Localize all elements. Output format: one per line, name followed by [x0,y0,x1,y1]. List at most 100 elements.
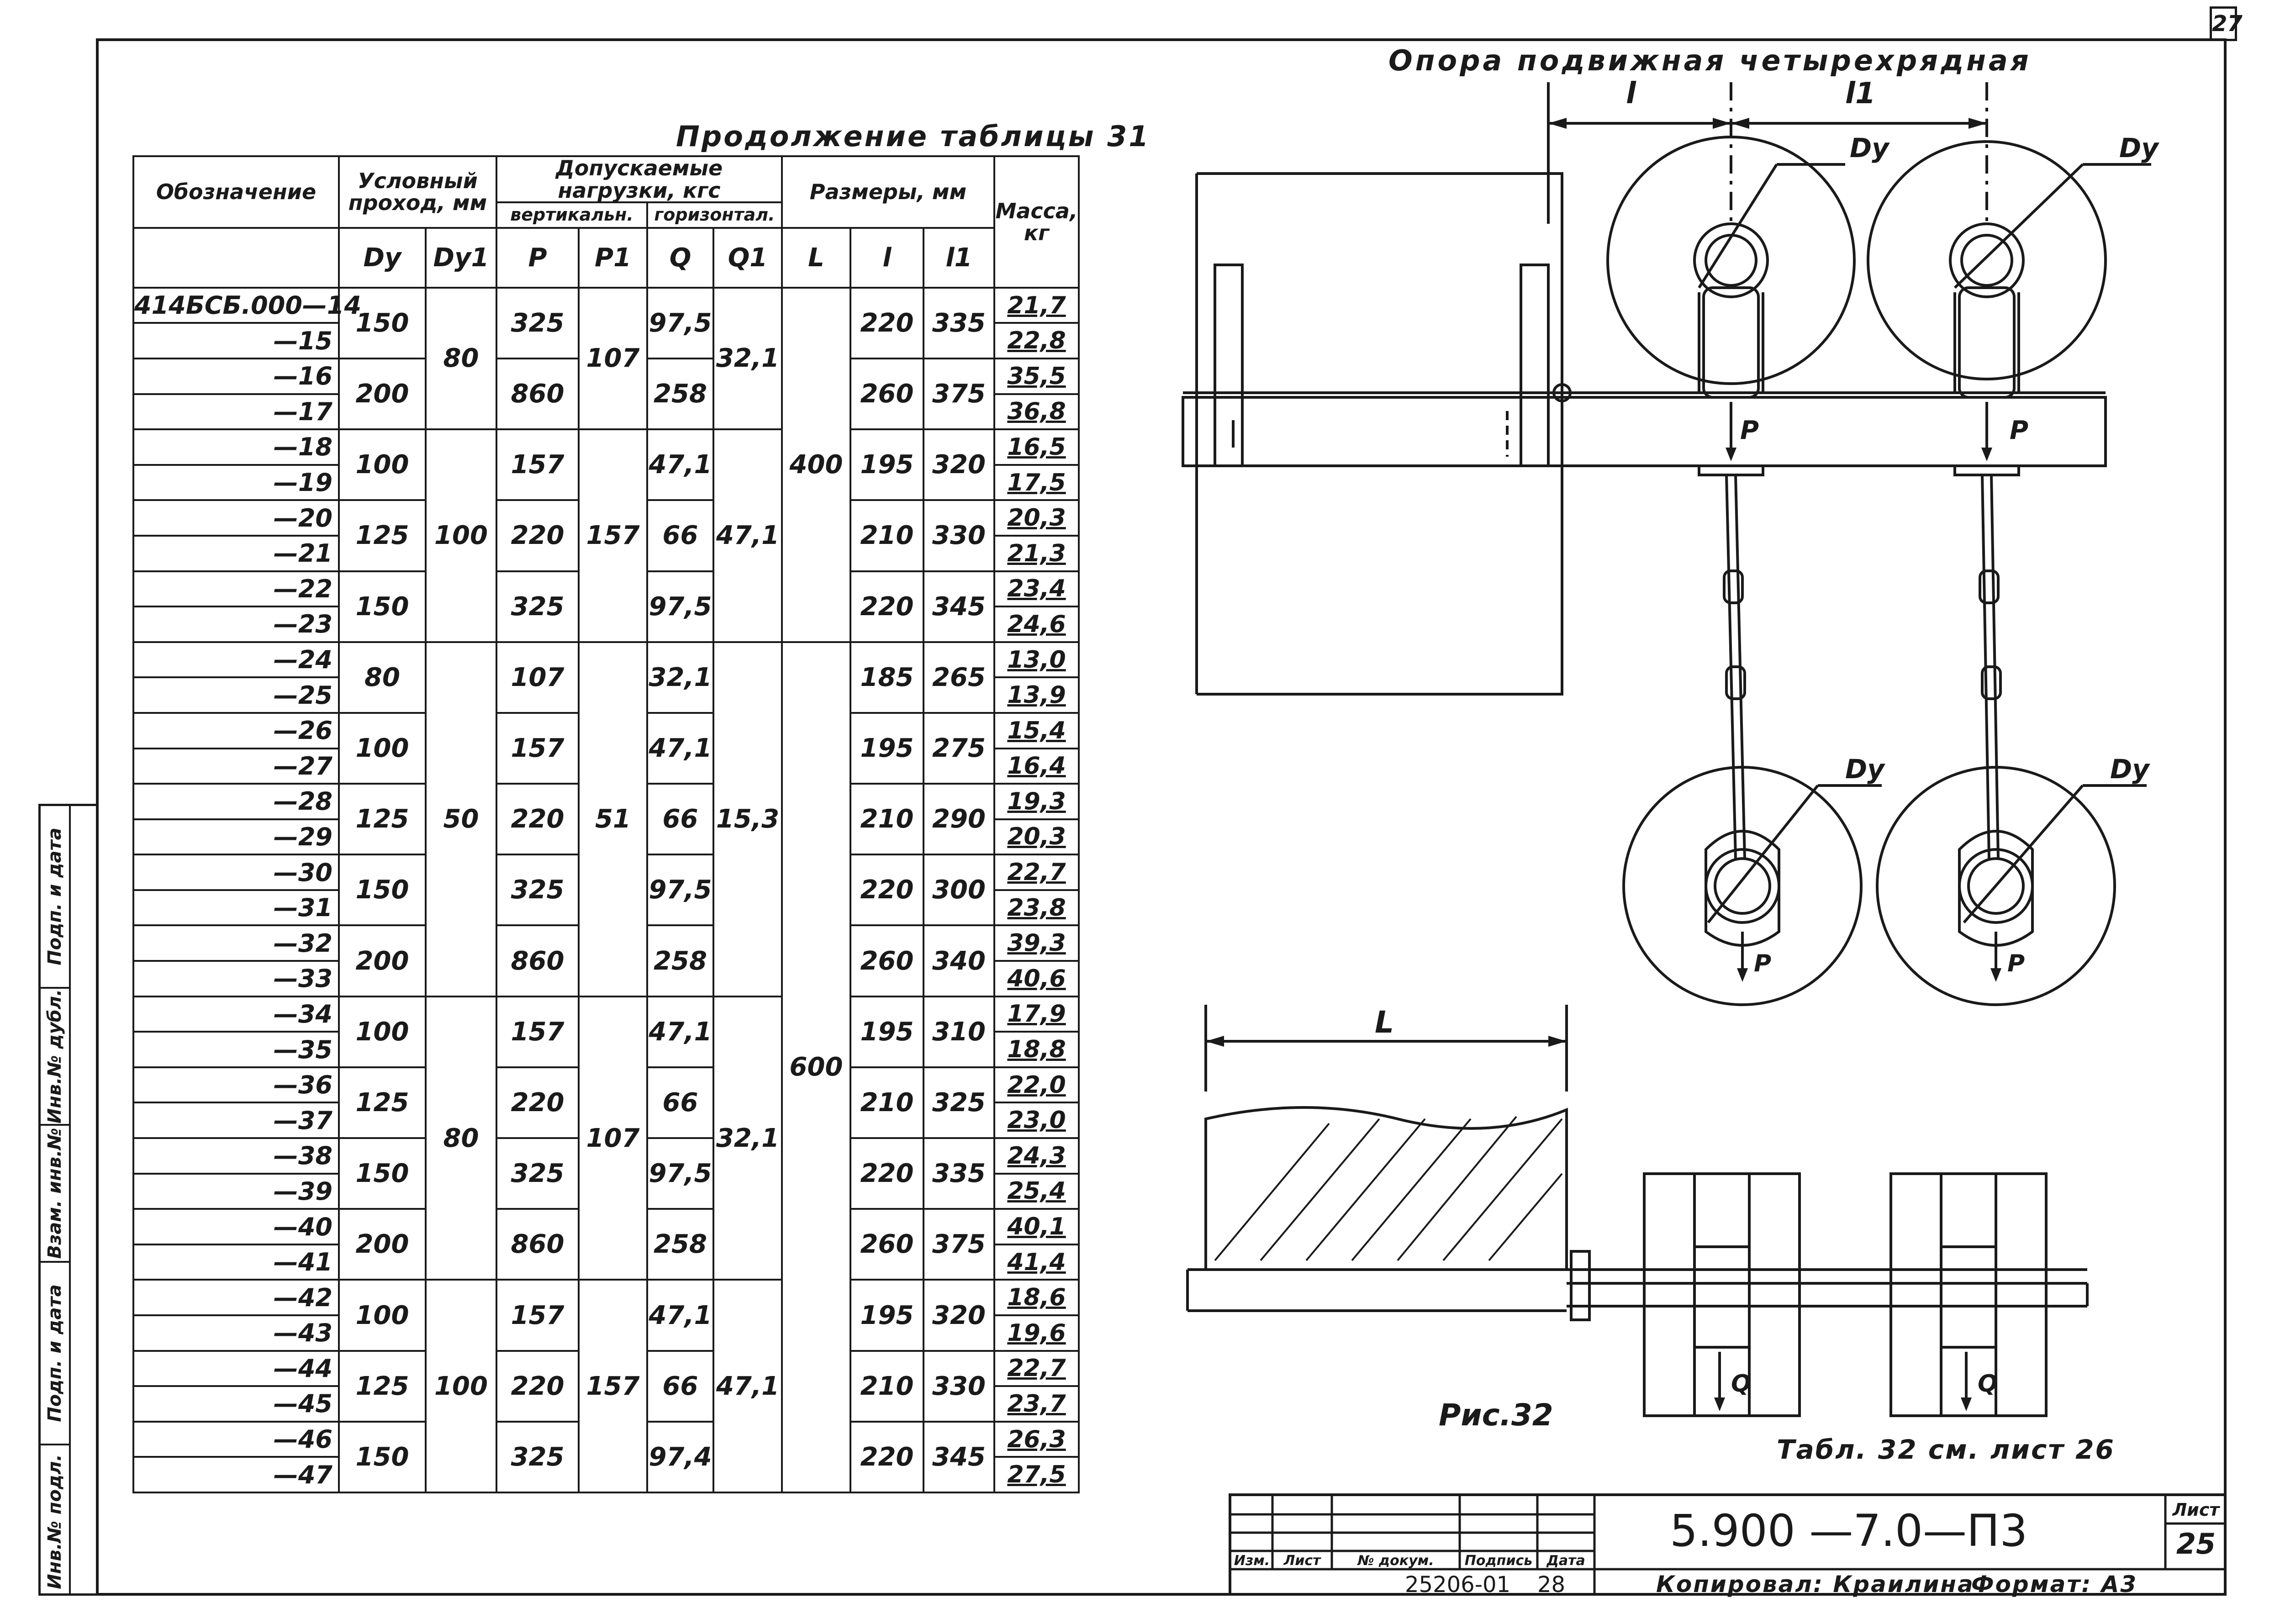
header-sizes: Размеры, мм [781,155,996,229]
cell-l1: 335 [922,286,996,359]
cell-l1: 310 [922,995,996,1068]
cell-q: 32,1 [646,641,714,714]
cell-mass: 13,0 [993,641,1080,679]
cell-mass: 19,6 [993,1314,1080,1352]
wall-slot-left [1214,264,1244,467]
dy-label-bottom-right: Dy [2110,754,2149,785]
cell-L: 400 [781,286,851,643]
cell-designation: —33 [132,960,340,997]
dim-label-l: l [1626,77,1636,111]
cell-q: 97,5 [646,1137,714,1210]
pipe-top-right-inner [1960,234,2013,287]
pipe-top-left [1606,136,1856,385]
cell-l: 220 [850,1420,924,1494]
dy-label-bottom-left: Dy [1845,754,1884,785]
cell-l: 260 [850,924,924,997]
dy-label-top-left: Dy [1850,132,1889,163]
cell-l1: 265 [922,641,996,714]
cell-designation: —20 [132,499,340,537]
cell-mass: 19,3 [993,783,1080,820]
cell-dy: 200 [338,357,427,431]
cell-p1: 107 [578,286,648,431]
cell-mass: 24,6 [993,606,1080,643]
cell-designation: —19 [132,464,340,501]
cell-l1: 375 [922,1208,996,1281]
cell-p: 325 [496,286,580,359]
load-label-p-right: P [2010,416,2029,445]
dy-label-top-right: Dy [2119,132,2159,163]
cell-designation: —42 [132,1279,340,1316]
cell-l: 210 [850,783,924,856]
cell-dy: 100 [338,428,427,501]
cell-dy: 125 [338,1350,427,1423]
cell-mass: 26,3 [993,1420,1080,1458]
clamp-lower-right [1940,1245,1997,1349]
load-label-q-left: Q [1731,1370,1752,1397]
sheet-frame [96,38,2227,1596]
cell-mass: 36,8 [993,393,1080,431]
cell-q1: 32,1 [712,995,783,1281]
cell-designation: —40 [132,1208,340,1245]
drawing-title: Опора подвижная четырехрядная [1388,44,2032,77]
dy-leader [1698,163,1778,289]
cell-mass: 24,3 [993,1137,1080,1175]
cell-p: 157 [496,428,580,501]
load-label-q-right: Q [1978,1370,1998,1397]
sheet-label: Лист [2172,1500,2220,1520]
cell-l: 220 [850,286,924,359]
spec-table: Обозначение Условный проход, мм Допускае… [132,155,1080,1494]
cell-l: 195 [850,428,924,501]
cell-designation: —36 [132,1066,340,1104]
cell-dy: 150 [338,854,427,927]
cell-designation: —28 [132,783,340,820]
header-q1: Q1 [712,227,783,289]
pipe-top-right-bore [1949,222,2025,298]
cell-l1: 290 [922,783,996,856]
cell-dy: 150 [338,570,427,643]
header-p1: P1 [578,227,648,289]
cell-l1: 275 [922,712,996,785]
cell-mass: 27,5 [993,1456,1080,1493]
cell-designation: —38 [132,1137,340,1175]
hanger-plate-right [1953,464,2020,476]
header-l: l [850,227,924,289]
cell-designation: 414БСБ.000—14 [132,286,361,324]
header-nominal-bore: Условный проход, мм [338,155,497,229]
cell-L: 600 [781,641,851,1494]
cell-designation: —39 [132,1172,340,1210]
dy-leader [1963,785,2084,923]
cell-p1: 157 [578,1279,648,1493]
rod-nut [1570,1250,1591,1321]
cell-mass: 39,3 [993,924,1080,962]
load-label-p-bottom-left: P [1754,950,1772,977]
cell-dy: 100 [338,712,427,785]
cell-designation: —47 [132,1456,340,1493]
cell-designation: —41 [132,1243,340,1281]
cell-q: 66 [646,783,714,856]
header-p: P [496,227,580,289]
pipe-top-right [1867,140,2107,380]
cell-dy: 150 [338,1420,427,1494]
cell-dy: 100 [338,1279,427,1352]
cell-l: 195 [850,995,924,1068]
table-row: —47 27,5 [132,1456,1080,1493]
col-date: Дата [1546,1553,1585,1569]
inventory-number: 25206-01 [1405,1572,1511,1598]
title-block: Изм. Лист № докум. Подпись Дата 5.900 —7… [1229,1493,2227,1598]
cell-l1: 375 [922,357,996,431]
cell-l1: 335 [922,1137,996,1210]
load-label-p-left: P [1740,416,1759,445]
cell-q: 47,1 [646,995,714,1068]
